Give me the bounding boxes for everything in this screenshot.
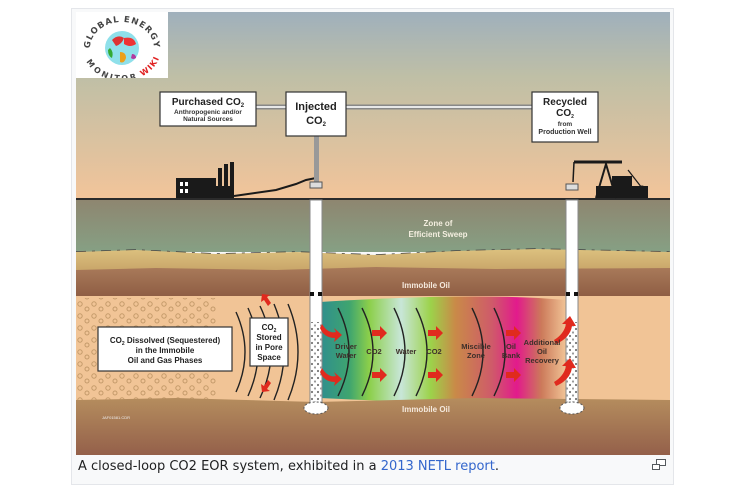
arrow-icon	[372, 326, 387, 340]
svg-text:CO2 Dissolved (Sequestered): CO2 Dissolved (Sequestered)	[110, 336, 221, 347]
band-label: Oil	[506, 342, 516, 351]
sand-layer	[76, 249, 670, 270]
arrow-icon	[554, 316, 576, 344]
label-zone-sweep-2: Efficient Sweep	[408, 230, 467, 239]
caption-end: .	[494, 459, 500, 474]
displacement-front	[320, 296, 566, 403]
svg-text:in the Immobile: in the Immobile	[136, 346, 195, 355]
band-label: Water	[336, 351, 357, 360]
immobile-oil-top	[76, 267, 670, 296]
svg-text:CO2: CO2	[556, 108, 574, 120]
arrow-icon	[506, 326, 521, 340]
flow-arrows	[261, 294, 576, 392]
band-label: CO2	[366, 347, 381, 356]
svg-text:Oil and Gas Phases: Oil and Gas Phases	[128, 356, 203, 365]
figure-caption: A closed-loop CO2 EOR system, exhibited …	[78, 459, 499, 474]
pumpjack-icon	[572, 160, 648, 199]
svg-text:Natural Sources: Natural Sources	[183, 116, 233, 123]
caption-text: A closed-loop CO2 EOR system, exhibited …	[78, 459, 381, 474]
svg-text:Stored: Stored	[256, 333, 281, 342]
eor-diagram[interactable]: Purchased CO2 Anthropogenic and/or Natur…	[76, 12, 670, 455]
band-label: Driver	[335, 342, 357, 351]
band-label: Water	[396, 347, 417, 356]
band-label: Miscible	[461, 342, 491, 351]
label-zone-sweep-1: Zone of	[424, 219, 453, 228]
arrow-icon	[261, 294, 271, 306]
arrow-icon	[320, 324, 342, 342]
band-label: Zone	[467, 351, 485, 360]
svg-text:Space: Space	[257, 353, 281, 362]
arrow-icon	[372, 368, 387, 382]
svg-text:from: from	[558, 121, 573, 128]
svg-text:Anthropogenic and/or: Anthropogenic and/or	[174, 109, 242, 116]
netl-report-link[interactable]: 2013 NETL report	[380, 459, 495, 474]
arrow-icon	[506, 368, 521, 382]
band-label: Recovery	[525, 356, 560, 365]
gem-wiki-logo[interactable]: GLOBAL ENERGY MONITOR WIKI	[76, 12, 168, 83]
band-label: Additional	[524, 338, 561, 347]
svg-text:WIKI: WIKI	[139, 56, 161, 78]
svg-text:Production Well: Production Well	[538, 129, 591, 136]
arrow-icon	[428, 326, 443, 340]
arrow-icon	[261, 380, 271, 392]
svg-text:Injected: Injected	[295, 101, 337, 113]
box-purchased-co2: Purchased CO2 Anthropogenic and/or Natur…	[159, 91, 257, 127]
production-well	[559, 183, 585, 415]
box-co2-stored: CO2 Stored in Pore Space	[249, 317, 289, 367]
label-immobile-top: Immobile Oil	[402, 281, 450, 290]
arrow-icon	[554, 358, 576, 386]
label-immobile-bottom: Immobile Oil	[402, 405, 450, 414]
immobile-oil-bottom	[76, 398, 670, 455]
box-co2-dissolved: CO2 Dissolved (Sequestered) in the Immob…	[97, 326, 233, 372]
injection-well	[303, 136, 329, 415]
band-label: CO2	[426, 347, 441, 356]
svg-text:CO2: CO2	[306, 115, 327, 128]
box-injected-co2: Injected CO2	[285, 91, 347, 137]
svg-text:Recycled: Recycled	[543, 97, 587, 108]
enlarge-icon[interactable]	[652, 458, 666, 470]
svg-text:CO2: CO2	[262, 323, 277, 334]
svg-text:Purchased CO2: Purchased CO2	[172, 97, 245, 109]
band-label: Oil	[537, 347, 547, 356]
factory-icon	[176, 162, 317, 198]
sweep-zone	[76, 200, 670, 252]
watermark: JAF01581.CDR	[102, 415, 130, 420]
arrow-icon	[320, 368, 342, 386]
arrow-icon	[428, 368, 443, 382]
band-label: Bank	[502, 351, 521, 360]
box-recycled-co2: Recycled CO2 from Production Well	[531, 91, 599, 143]
ground-line	[76, 198, 670, 200]
svg-text:in Pore: in Pore	[255, 343, 283, 352]
